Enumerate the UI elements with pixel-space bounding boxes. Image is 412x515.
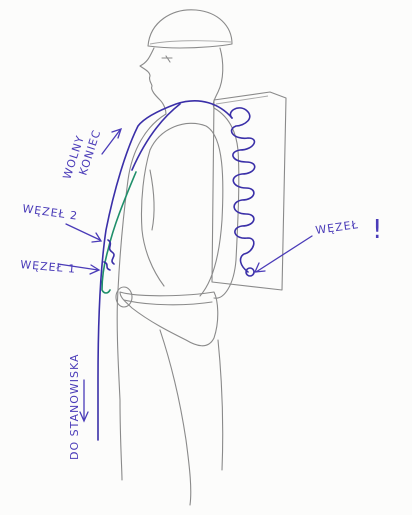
free-end-arrow <box>102 129 121 154</box>
knot-2-label: WĘZEŁ 2 <box>22 202 79 223</box>
to-anchor-label: DO STANOWISKA <box>68 353 81 460</box>
knot-exclaim-mark: ! <box>372 215 383 245</box>
helmet <box>148 10 232 48</box>
harness <box>116 287 218 346</box>
knot-2-arrow <box>66 224 101 242</box>
to-anchor-arrow <box>80 380 88 421</box>
knot-exclaim-label: WĘZEŁ <box>315 218 360 237</box>
knot-1-label: WĘZEŁ 1 <box>20 258 77 276</box>
body-outline <box>117 108 239 505</box>
